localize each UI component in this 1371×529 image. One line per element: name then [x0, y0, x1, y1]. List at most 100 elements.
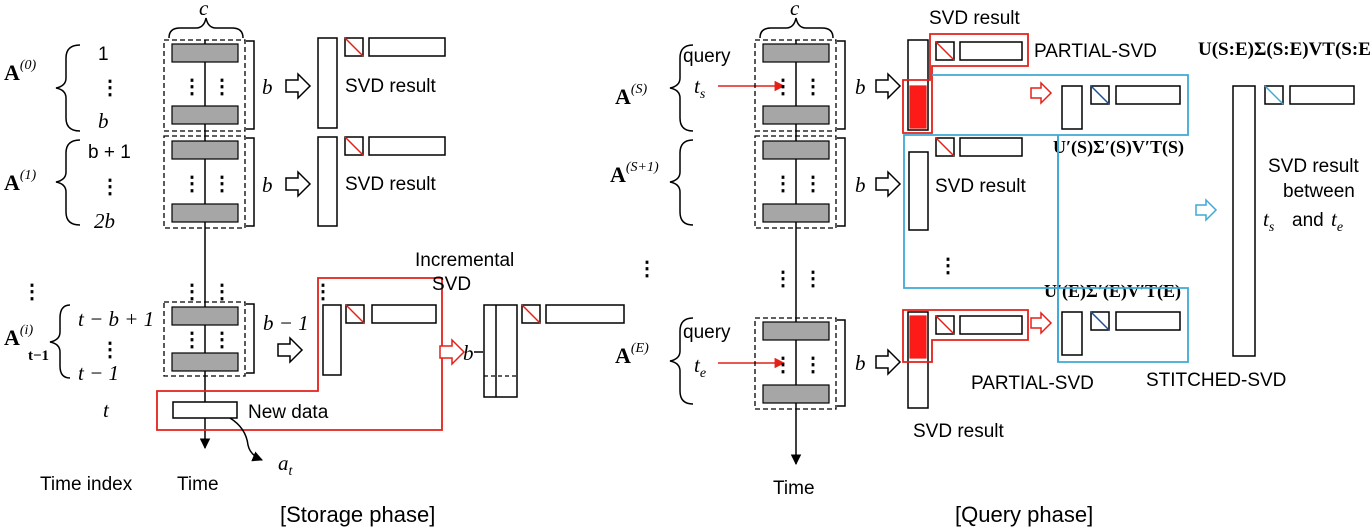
svg-text:⋮: ⋮ — [182, 173, 202, 195]
svg-text:t − b + 1: t − b + 1 — [78, 307, 154, 331]
svg-text:b: b — [855, 351, 866, 375]
incremental-arrow — [439, 338, 466, 366]
svg-text:⋮: ⋮ — [22, 281, 42, 303]
window-1 — [163, 135, 246, 229]
svg-text:⋮: ⋮ — [182, 329, 202, 351]
svg-text:between: between — [1283, 181, 1355, 202]
svg-text:b: b — [463, 341, 474, 365]
svg-text:b: b — [855, 75, 866, 99]
svg-text:1: 1 — [98, 44, 109, 65]
svg-text:SVD result: SVD result — [935, 176, 1027, 197]
svg-text:t−1: t−1 — [28, 348, 49, 364]
block-0-bot — [171, 105, 239, 125]
svg-text:⋮: ⋮ — [212, 281, 232, 303]
svg-text:query: query — [683, 46, 731, 67]
block-1-top — [171, 140, 239, 160]
svg-text:SVD result: SVD result — [345, 174, 437, 195]
svg-text:⋮: ⋮ — [803, 76, 823, 98]
svg-text:⋮: ⋮ — [773, 268, 793, 290]
query-start: A(S) query ts ⋮ ⋮ b — [615, 39, 902, 132]
svg-text:c: c — [790, 0, 800, 20]
svg-text:b: b — [855, 173, 866, 197]
svg-text:⋮: ⋮ — [313, 281, 333, 303]
svg-text:New data: New data — [248, 402, 329, 423]
brace-left-0 — [55, 44, 81, 132]
svg-text:⋮: ⋮ — [100, 339, 120, 361]
c-label: c — [199, 0, 209, 20]
svg-text:A(S+1): A(S+1) — [610, 160, 659, 187]
svg-text:⋮: ⋮ — [803, 354, 823, 376]
svg-text:te: te — [1331, 207, 1343, 235]
svg-text:U(S:E)Σ(S:E)VT(S:E): U(S:E)Σ(S:E)VT(S:E) — [1198, 39, 1371, 60]
window-0 — [163, 39, 246, 132]
svg-text:⋮: ⋮ — [773, 354, 793, 376]
svg-text:U′(E)Σ′(E)V′T(E): U′(E)Σ′(E)V′T(E) — [1044, 281, 1181, 302]
svg-text:U′(S)Σ′(S)V′T(S): U′(S)Σ′(S)V′T(S) — [1053, 137, 1184, 158]
svg-text:PARTIAL-SVD: PARTIAL-SVD — [971, 373, 1094, 394]
svg-text:2b: 2b — [94, 209, 115, 233]
svg-text:⋮: ⋮ — [637, 258, 657, 280]
svg-text:⋮: ⋮ — [182, 281, 202, 303]
storage-group-1: A(1) b + 1 ⋮ 2b ⋮ ⋮ b SVD result — [4, 135, 446, 233]
svg-text:A(1): A(1) — [4, 168, 37, 195]
svg-text:A(S): A(S) — [615, 82, 648, 109]
partial-region-top — [902, 33, 1029, 134]
svg-text:query: query — [683, 322, 731, 343]
svg-text:A(0): A(0) — [4, 58, 37, 85]
block-0-top — [171, 43, 239, 63]
svg-text:⋮: ⋮ — [773, 173, 793, 195]
svg-text:⋮: ⋮ — [803, 173, 823, 195]
storage-phase: c Time Time index A(0) 1 ⋮ b ⋮⋮ b SVD re… — [4, 0, 625, 527]
stitched-arrow — [1195, 198, 1218, 222]
svg-text:SVD result: SVD result — [1268, 156, 1360, 177]
svg-text:STITCHED-SVD: STITCHED-SVD — [1146, 370, 1286, 391]
svg-text:A(i): A(i) — [4, 323, 33, 350]
svg-text:b + 1: b + 1 — [88, 142, 131, 163]
partial-region-bottom — [902, 309, 1029, 363]
svg-text:⋮: ⋮ — [182, 76, 202, 98]
svg-text:SVD: SVD — [432, 274, 471, 295]
incremental-region — [156, 277, 443, 431]
svg-text:te: te — [694, 353, 706, 381]
svg-text:SVD result: SVD result — [929, 8, 1021, 29]
svg-text:⋮: ⋮ — [938, 255, 958, 277]
svg-text:b: b — [98, 109, 109, 133]
svg-text:b: b — [262, 173, 273, 197]
partial-u-top — [909, 85, 927, 129]
svg-text:ts: ts — [694, 74, 706, 102]
query-phase: c Time A(S) query ts ⋮⋮ b A(S+1) ⋮⋮ — [610, 0, 1371, 527]
svg-text:A(E): A(E) — [615, 341, 649, 368]
c-brace — [168, 17, 244, 39]
time-index-label: Time index — [40, 474, 133, 495]
svg-text:ts: ts — [1263, 207, 1275, 235]
svg-text:b: b — [262, 75, 273, 99]
svg-text:⋮: ⋮ — [100, 176, 120, 198]
svg-text:t: t — [103, 398, 110, 422]
storage-group-0: A(0) 1 ⋮ b ⋮ ⋮ b SVD result — [4, 37, 446, 133]
query-end: A(E) query te ⋮ ⋮ b — [615, 317, 902, 410]
block-1-bot — [171, 203, 239, 223]
v-matrix-0 — [368, 37, 446, 57]
svg-text:b − 1: b − 1 — [263, 311, 309, 335]
storage-group-last: A(i) t−1 t − b + 1 ⋮ t − 1 ⋮ ⋮ b − 1 — [4, 301, 437, 385]
stitched-region — [903, 74, 1189, 363]
svg-text:⋮: ⋮ — [773, 76, 793, 98]
svg-text:SVD result: SVD result — [345, 76, 437, 97]
incremental-u — [483, 304, 518, 398]
new-data-row — [172, 401, 238, 419]
arrow-0 — [285, 72, 312, 100]
svg-text:⋮: ⋮ — [100, 77, 120, 99]
final-u — [1232, 85, 1256, 357]
svg-text:⋮: ⋮ — [212, 76, 232, 98]
svg-text:and: and — [1292, 210, 1324, 231]
u-matrix-0 — [317, 37, 338, 129]
svg-text:Incremental: Incremental — [415, 250, 514, 271]
svg-text:SVD result: SVD result — [913, 421, 1005, 442]
svg-text:t − 1: t − 1 — [78, 361, 119, 385]
svg-text:PARTIAL-SVD: PARTIAL-SVD — [1034, 41, 1157, 62]
svg-text:⋮: ⋮ — [212, 329, 232, 351]
svg-text:⋮: ⋮ — [212, 173, 232, 195]
storage-caption: [Storage phase] — [280, 502, 435, 527]
query-middle: A(S+1) ⋮ ⋮ b SVD result — [610, 135, 1027, 231]
